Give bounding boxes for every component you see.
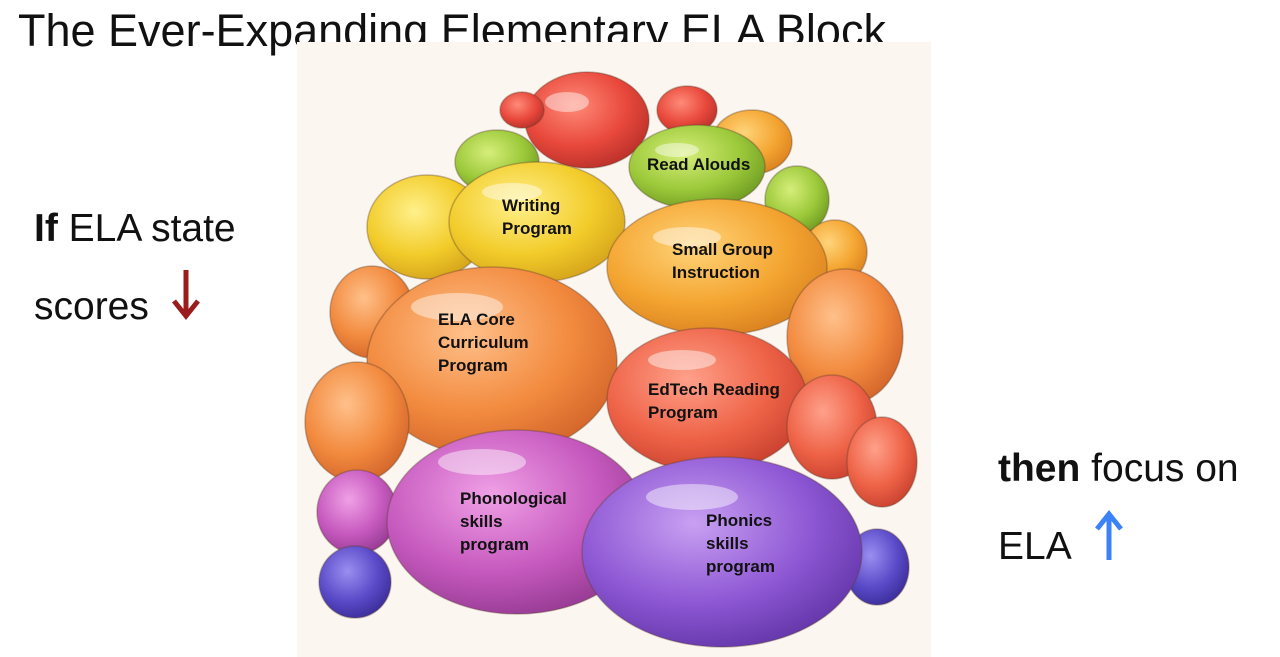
right-caption-line2: ELA [998,525,1072,568]
blob-label-writing-program: Writing Program [502,196,572,238]
left-caption-line1: ELA state [57,207,236,250]
blob-tower-illustration [297,42,931,657]
blob-label-read-alouds: Read Alouds [647,155,751,174]
blob-label-phonological-skills: Phonological skills program [460,489,567,554]
blob-label-phonics-skills: Phonics skills program [706,511,775,576]
blob-label-ela-core-curriculum: ELA Core Curriculum Program [438,310,529,375]
right-caption: then focus on ELA [998,430,1239,589]
blob-label-small-group-instruction: Small Group Instruction [672,240,774,282]
blob-label-edtech-reading: EdTech Reading Program [648,380,780,422]
left-caption-bold: If [34,207,58,250]
left-caption-line2: scores [34,285,149,328]
left-caption: If ELA state scores [34,190,236,349]
right-caption-line1: focus on [1080,447,1239,490]
down-arrow-icon [171,268,201,349]
up-arrow-icon [1094,508,1124,589]
right-caption-bold: then [998,447,1081,490]
